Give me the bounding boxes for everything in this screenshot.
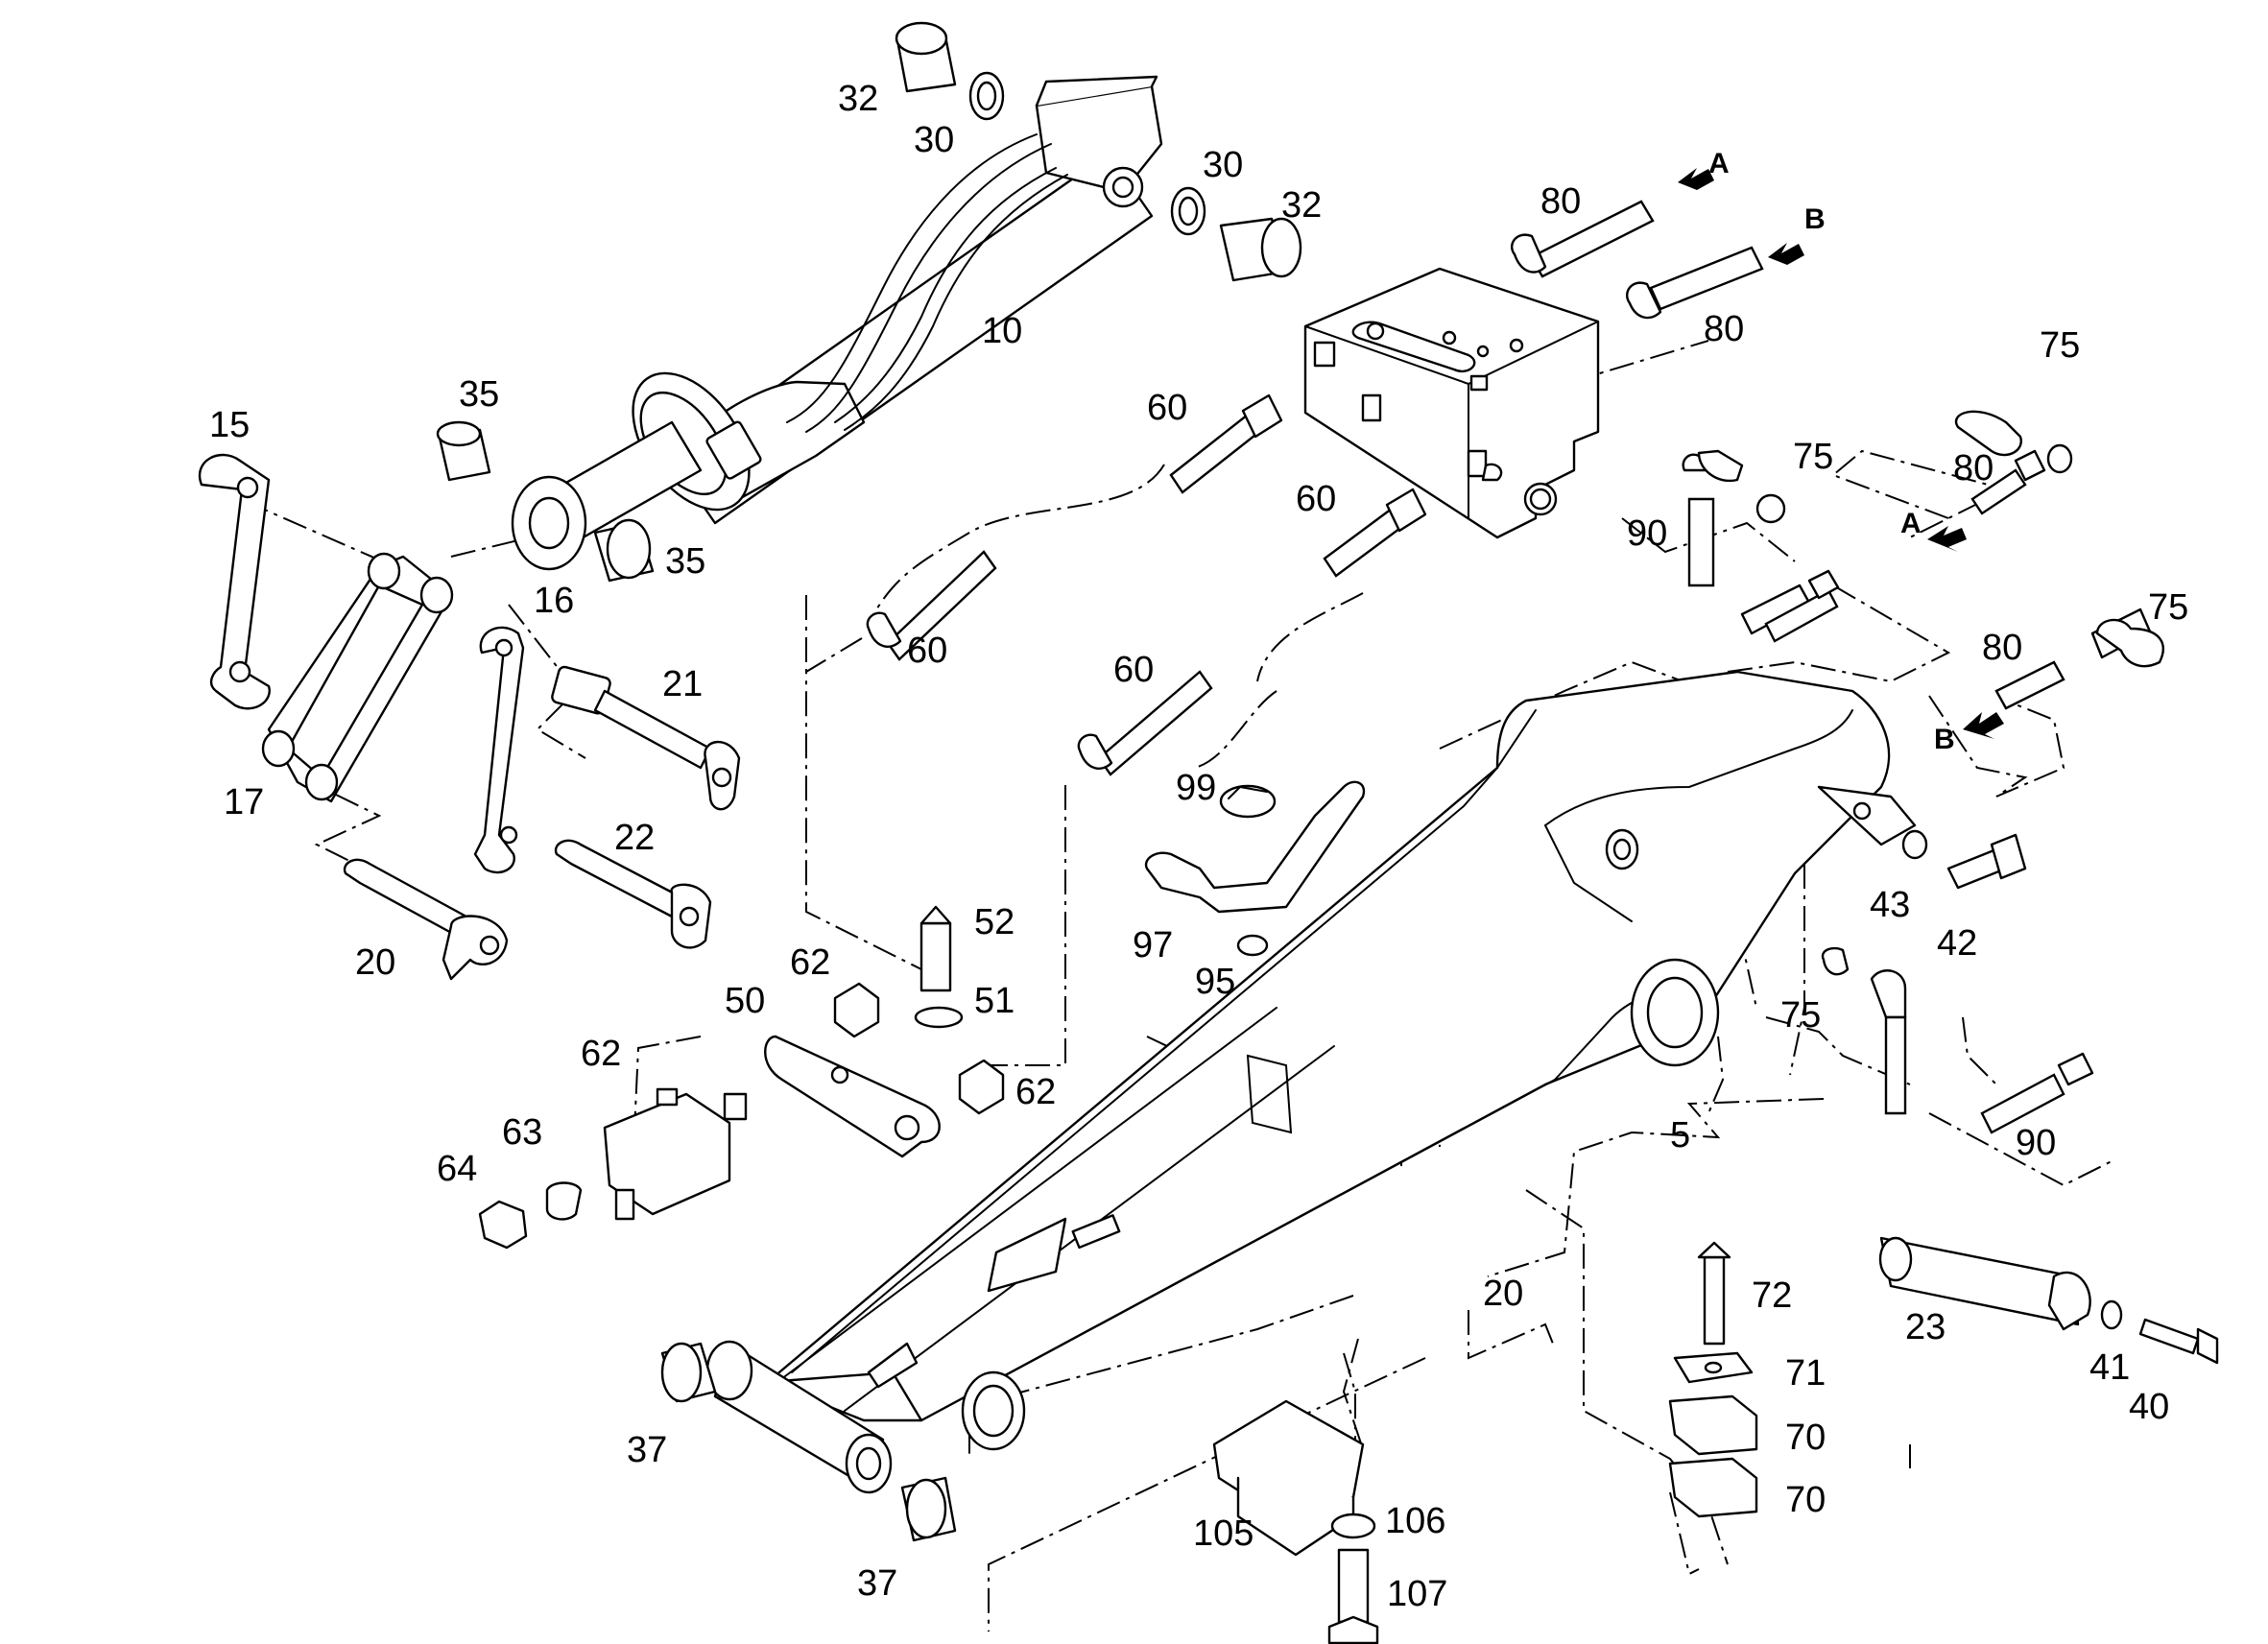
callout-71: 71 (1785, 1353, 1826, 1394)
callout-80: 80 (1704, 309, 1744, 349)
port-label-a: A (1708, 148, 1730, 179)
callout-17: 17 (224, 782, 264, 822)
callout-16: 16 (534, 581, 574, 621)
plate-and-sensor (478, 905, 1005, 1250)
callout-37: 37 (627, 1430, 667, 1470)
callout-97: 97 (1133, 925, 1173, 965)
callout-20: 20 (355, 942, 395, 983)
callout-52: 52 (974, 902, 1015, 942)
callout-106: 106 (1385, 1501, 1445, 1541)
callout-63: 63 (502, 1112, 542, 1153)
port-label-b: B (1804, 203, 1826, 235)
callout-80: 80 (1540, 181, 1581, 222)
callout-60: 60 (1147, 388, 1187, 428)
callout-32: 32 (838, 79, 878, 119)
callout-21: 21 (662, 664, 703, 704)
callout-70: 70 (1785, 1418, 1826, 1458)
callout-30: 30 (1203, 145, 1243, 185)
callout-35: 35 (459, 374, 499, 415)
callout-32: 32 (1281, 185, 1322, 226)
callout-30: 30 (914, 120, 954, 160)
port-label-a: A (1900, 508, 1922, 539)
callout-43: 43 (1870, 885, 1910, 925)
callout-60: 60 (907, 631, 947, 671)
bracket (1144, 780, 1366, 957)
callout-72: 72 (1752, 1275, 1792, 1316)
valve-hoses (866, 200, 1764, 776)
callout-105: 105 (1193, 1513, 1253, 1554)
callout-labels: 5 10 15 16 17 20 20 21 22 23 30 30 32 32… (209, 79, 2188, 1614)
callout-22: 22 (614, 818, 655, 858)
callout-62: 62 (790, 942, 830, 983)
callout-60: 60 (1113, 650, 1154, 690)
port-arrows-right (1927, 526, 2004, 739)
callout-75: 75 (2040, 325, 2080, 366)
callout-95: 95 (1195, 962, 1235, 1002)
callout-80: 80 (1982, 628, 2022, 668)
port-label-b: B (1934, 724, 1955, 755)
callout-80: 80 (1953, 448, 1993, 488)
rollers (660, 1340, 957, 1542)
callout-15: 15 (209, 405, 250, 445)
callout-107: 107 (1387, 1574, 1447, 1614)
callout-64: 64 (437, 1149, 477, 1189)
callout-50: 50 (725, 981, 765, 1021)
callout-62: 62 (581, 1034, 621, 1074)
clamp-and-cover (1212, 1241, 1758, 1644)
port-labels: A B A B (1708, 148, 1955, 755)
callout-90: 90 (2016, 1123, 2056, 1163)
callout-23: 23 (1905, 1307, 1946, 1347)
arm-boom (766, 670, 1917, 1451)
callout-70: 70 (1785, 1480, 1826, 1520)
callout-20: 20 (1483, 1274, 1523, 1314)
callout-5: 5 (1670, 1115, 1690, 1156)
callout-99: 99 (1176, 768, 1216, 808)
callout-90: 90 (1627, 513, 1667, 554)
right-fittings (1682, 410, 2219, 1365)
callout-42: 42 (1937, 923, 1977, 964)
port-arrows-top (1678, 168, 1804, 269)
callout-10: 10 (982, 311, 1022, 351)
cylinder-bushings (436, 21, 1302, 583)
hydraulic-cylinder (511, 75, 1163, 571)
control-valve (1303, 267, 1600, 539)
callout-41: 41 (2089, 1347, 2130, 1388)
callout-75: 75 (2148, 587, 2188, 628)
callout-51: 51 (974, 981, 1015, 1021)
callout-35: 35 (665, 541, 705, 582)
callout-60: 60 (1296, 479, 1336, 519)
callout-75: 75 (1793, 437, 1833, 477)
callout-75: 75 (1780, 995, 1821, 1036)
linkage (198, 453, 741, 981)
callout-37: 37 (857, 1563, 897, 1604)
callout-40: 40 (2129, 1387, 2169, 1427)
callout-62: 62 (1015, 1072, 1056, 1112)
